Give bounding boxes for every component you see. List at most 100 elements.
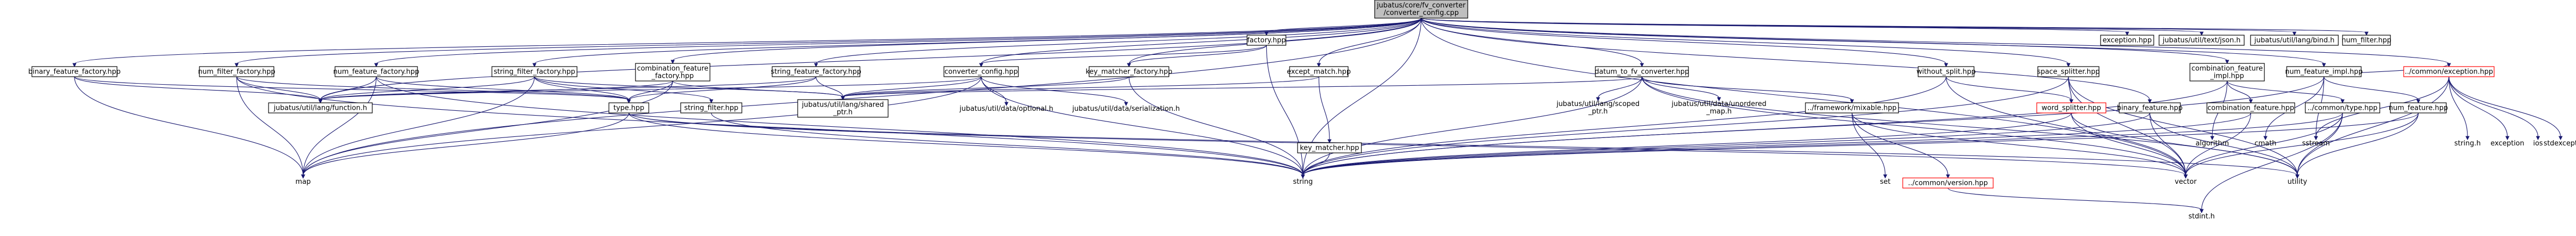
- edge-combination_feature_factory-to-map: [303, 80, 673, 176]
- edge-converter_config-to-string: [981, 76, 1303, 176]
- node-label-num-feature-factory-0: num_feature_factory.hpp: [333, 68, 420, 76]
- edge-converter_config-to-serialization: [981, 76, 1127, 103]
- arrowhead-root-to-without_split: [1944, 63, 1948, 68]
- node-combination-feature-factory[interactable]: combination_feature_factory.hpp: [635, 63, 710, 82]
- arrowhead-common_exception-to-stdexcept: [2558, 136, 2563, 141]
- edge-word_splitter-to-utility: [2071, 112, 2298, 176]
- node-num-feature-factory[interactable]: num_feature_factory.hpp: [333, 66, 420, 77]
- node-ios: ios: [2533, 140, 2543, 148]
- edge-binary_feature-to-string: [1302, 112, 2151, 176]
- edge-factory-to-key_matcher_factory: [1128, 45, 1267, 64]
- node-factory[interactable]: factory.hpp: [1247, 35, 1286, 46]
- node-combination-feature-impl[interactable]: combination_feature_impl.hpp: [2189, 63, 2265, 82]
- node-exception-hpp[interactable]: exception.hpp: [2100, 35, 2154, 46]
- arrowhead-num_feature-to-string: [1301, 174, 1305, 179]
- node-word-splitter[interactable]: word_splitter.hpp: [2036, 102, 2106, 113]
- node-num-feature[interactable]: num_feature.hpp: [2389, 102, 2448, 113]
- node-without-split[interactable]: without_split.hpp: [1917, 66, 1976, 77]
- arrowhead-datum_to_fv_converter-to-scoped_ptr: [1596, 97, 1600, 102]
- node-box-num-feature: [2390, 102, 2447, 113]
- node-string-filter-factory[interactable]: string_filter_factory.hpp: [491, 66, 578, 77]
- node-space-splitter[interactable]: space_splitter.hpp: [2037, 66, 2100, 77]
- node-binary-feature[interactable]: binary_feature.hpp: [2117, 102, 2182, 113]
- node-num-filter[interactable]: num_filter.hpp: [2341, 35, 2391, 46]
- edge-num_filter_factory-to-string: [236, 76, 1303, 176]
- edge-num_feature_impl-to-string: [1302, 76, 2324, 176]
- edge-converter_config-to-function_h: [320, 76, 982, 101]
- arrowhead-root-to-string_filter_factory: [532, 63, 537, 68]
- node-string-filter[interactable]: string_filter.hpp: [680, 102, 742, 113]
- node-label-string-filter-factory-0: string_filter_factory.hpp: [494, 68, 575, 76]
- edge-num_feature-to-utility: [2297, 112, 2419, 176]
- node-label-shared-ptr-1: _ptr.h: [833, 109, 852, 117]
- edge-string_feature_factory-to-shared_ptr: [815, 76, 843, 97]
- node-common-version[interactable]: ../common/version.hpp: [1902, 177, 1994, 189]
- node-key-matcher-factory[interactable]: key_matcher_factory.hpp: [1085, 66, 1173, 77]
- node-box-common-exception: [2403, 66, 2495, 77]
- node-binary-feature-factory[interactable]: binary_feature_factory.hpp: [28, 66, 121, 77]
- node-type-hpp[interactable]: type.hpp: [608, 102, 649, 113]
- node-function-h[interactable]: jubatus/util/lang/function.h: [268, 102, 373, 113]
- node-num-feature-impl[interactable]: num_feature_impl.hpp: [2285, 66, 2363, 77]
- node-label-stdint-h-0: stdint.h: [2188, 213, 2214, 221]
- edge-common_exception-to-ios: [2448, 76, 2539, 137]
- node-unordered-map: jubatus/util/data/unordered_map.h: [1671, 100, 1766, 116]
- node-num-filter-factory[interactable]: num_filter_factory.hpp: [198, 66, 275, 77]
- arrowhead-root-to-num_feature_impl: [2322, 63, 2326, 68]
- node-bind-h[interactable]: jubatus/util/lang/bind.h: [2250, 35, 2339, 46]
- node-datum-to-fv-converter[interactable]: datum_to_fv_converter.hpp: [1595, 66, 1690, 77]
- edge-root-to-factory: [1266, 18, 1422, 33]
- node-box-text-json: [2159, 35, 2245, 46]
- edge-string_filter-to-string: [710, 112, 1303, 176]
- node-label-utility-0: utility: [2288, 178, 2307, 186]
- edge-combination_feature-to-vector: [2185, 112, 2252, 176]
- edge-num_feature_factory-to-string: [375, 76, 1303, 176]
- node-label-string-h-0: string.h: [2454, 140, 2481, 148]
- node-key-matcher[interactable]: key_matcher.hpp: [1297, 142, 1362, 153]
- edge-datum_to_fv_converter-to-utility: [1641, 76, 2298, 176]
- edge-space_splitter-to-utility: [2068, 76, 2298, 176]
- node-box-type-hpp: [608, 102, 649, 113]
- node-label-unordered-map-0: jubatus/util/data/unordered: [1671, 100, 1766, 108]
- node-mixable[interactable]: ../framework/mixable.hpp: [1805, 102, 1899, 113]
- edge-datum_to_fv_converter-to-shared_ptr: [842, 76, 1643, 97]
- node-text-json[interactable]: jubatus/util/text/json.h: [2159, 35, 2245, 46]
- node-except-match[interactable]: except_match.hpp: [1287, 66, 1351, 77]
- arrowhead-common_version-to-stdint_h: [2199, 209, 2204, 214]
- node-converter-config[interactable]: converter_config.hpp: [943, 66, 1019, 77]
- arrowhead-converter_config-to-optional: [1004, 102, 1009, 107]
- arrowhead-factory-to-converter_config: [979, 63, 983, 68]
- edge-string_feature_factory-to-type_hpp: [628, 76, 817, 101]
- edge-common_exception-to-exception: [2448, 76, 2508, 137]
- edge-common_exception-to-string_h: [2448, 76, 2468, 137]
- edge-datum_to_fv_converter-to-mixable: [1641, 76, 1853, 101]
- node-box-factory: [1247, 35, 1286, 46]
- edge-root-to-num_feature_impl: [1420, 18, 2324, 64]
- node-common-type[interactable]: ../common/type.hpp: [2305, 102, 2380, 113]
- arrowhead-type_hpp-to-map: [301, 174, 305, 179]
- node-combination-feature[interactable]: combination_feature.hpp: [2206, 102, 2295, 113]
- node-label-binary-feature-0: binary_feature.hpp: [2117, 104, 2182, 112]
- node-box-exception-hpp: [2100, 35, 2154, 46]
- edge-space_splitter-to-vector: [2068, 76, 2186, 176]
- edge-type_hpp-to-vector: [628, 112, 2186, 176]
- edge-common_exception-to-sstream: [2315, 76, 2449, 137]
- arrowhead-root-to-combination_feature_factory: [671, 60, 675, 64]
- node-label-bind-h-0: jubatus/util/lang/bind.h: [2254, 37, 2335, 45]
- arrowhead-root-to-num_feature_factory: [374, 63, 379, 68]
- arrowhead-common_exception-to-sstream: [2314, 136, 2318, 141]
- edge-num_feature-to-string: [1302, 112, 2419, 176]
- node-string-feature-factory[interactable]: string_feature_factory.hpp: [771, 66, 862, 77]
- arrowhead-root-to-string_feature_factory: [814, 63, 818, 68]
- node-label-key-matcher-factory-0: key_matcher_factory.hpp: [1085, 68, 1172, 76]
- node-common-exception[interactable]: ../common/exception.hpp: [2403, 66, 2495, 77]
- node-label-factory-0: factory.hpp: [1247, 37, 1286, 45]
- node-shared-ptr[interactable]: jubatus/util/lang/shared_ptr.h: [797, 99, 889, 118]
- node-box-num-filter: [2342, 35, 2391, 46]
- arrowhead-root-to-exception_hpp: [2125, 31, 2129, 36]
- edge-combination_feature_impl-to-common_type: [2227, 80, 2343, 101]
- node-root[interactable]: jubatus/core/fv_converter/converter_conf…: [1374, 0, 1468, 19]
- node-label-text-json-0: jubatus/util/text/json.h: [2162, 37, 2241, 45]
- arrowhead-root-to-num_filter: [2364, 31, 2369, 36]
